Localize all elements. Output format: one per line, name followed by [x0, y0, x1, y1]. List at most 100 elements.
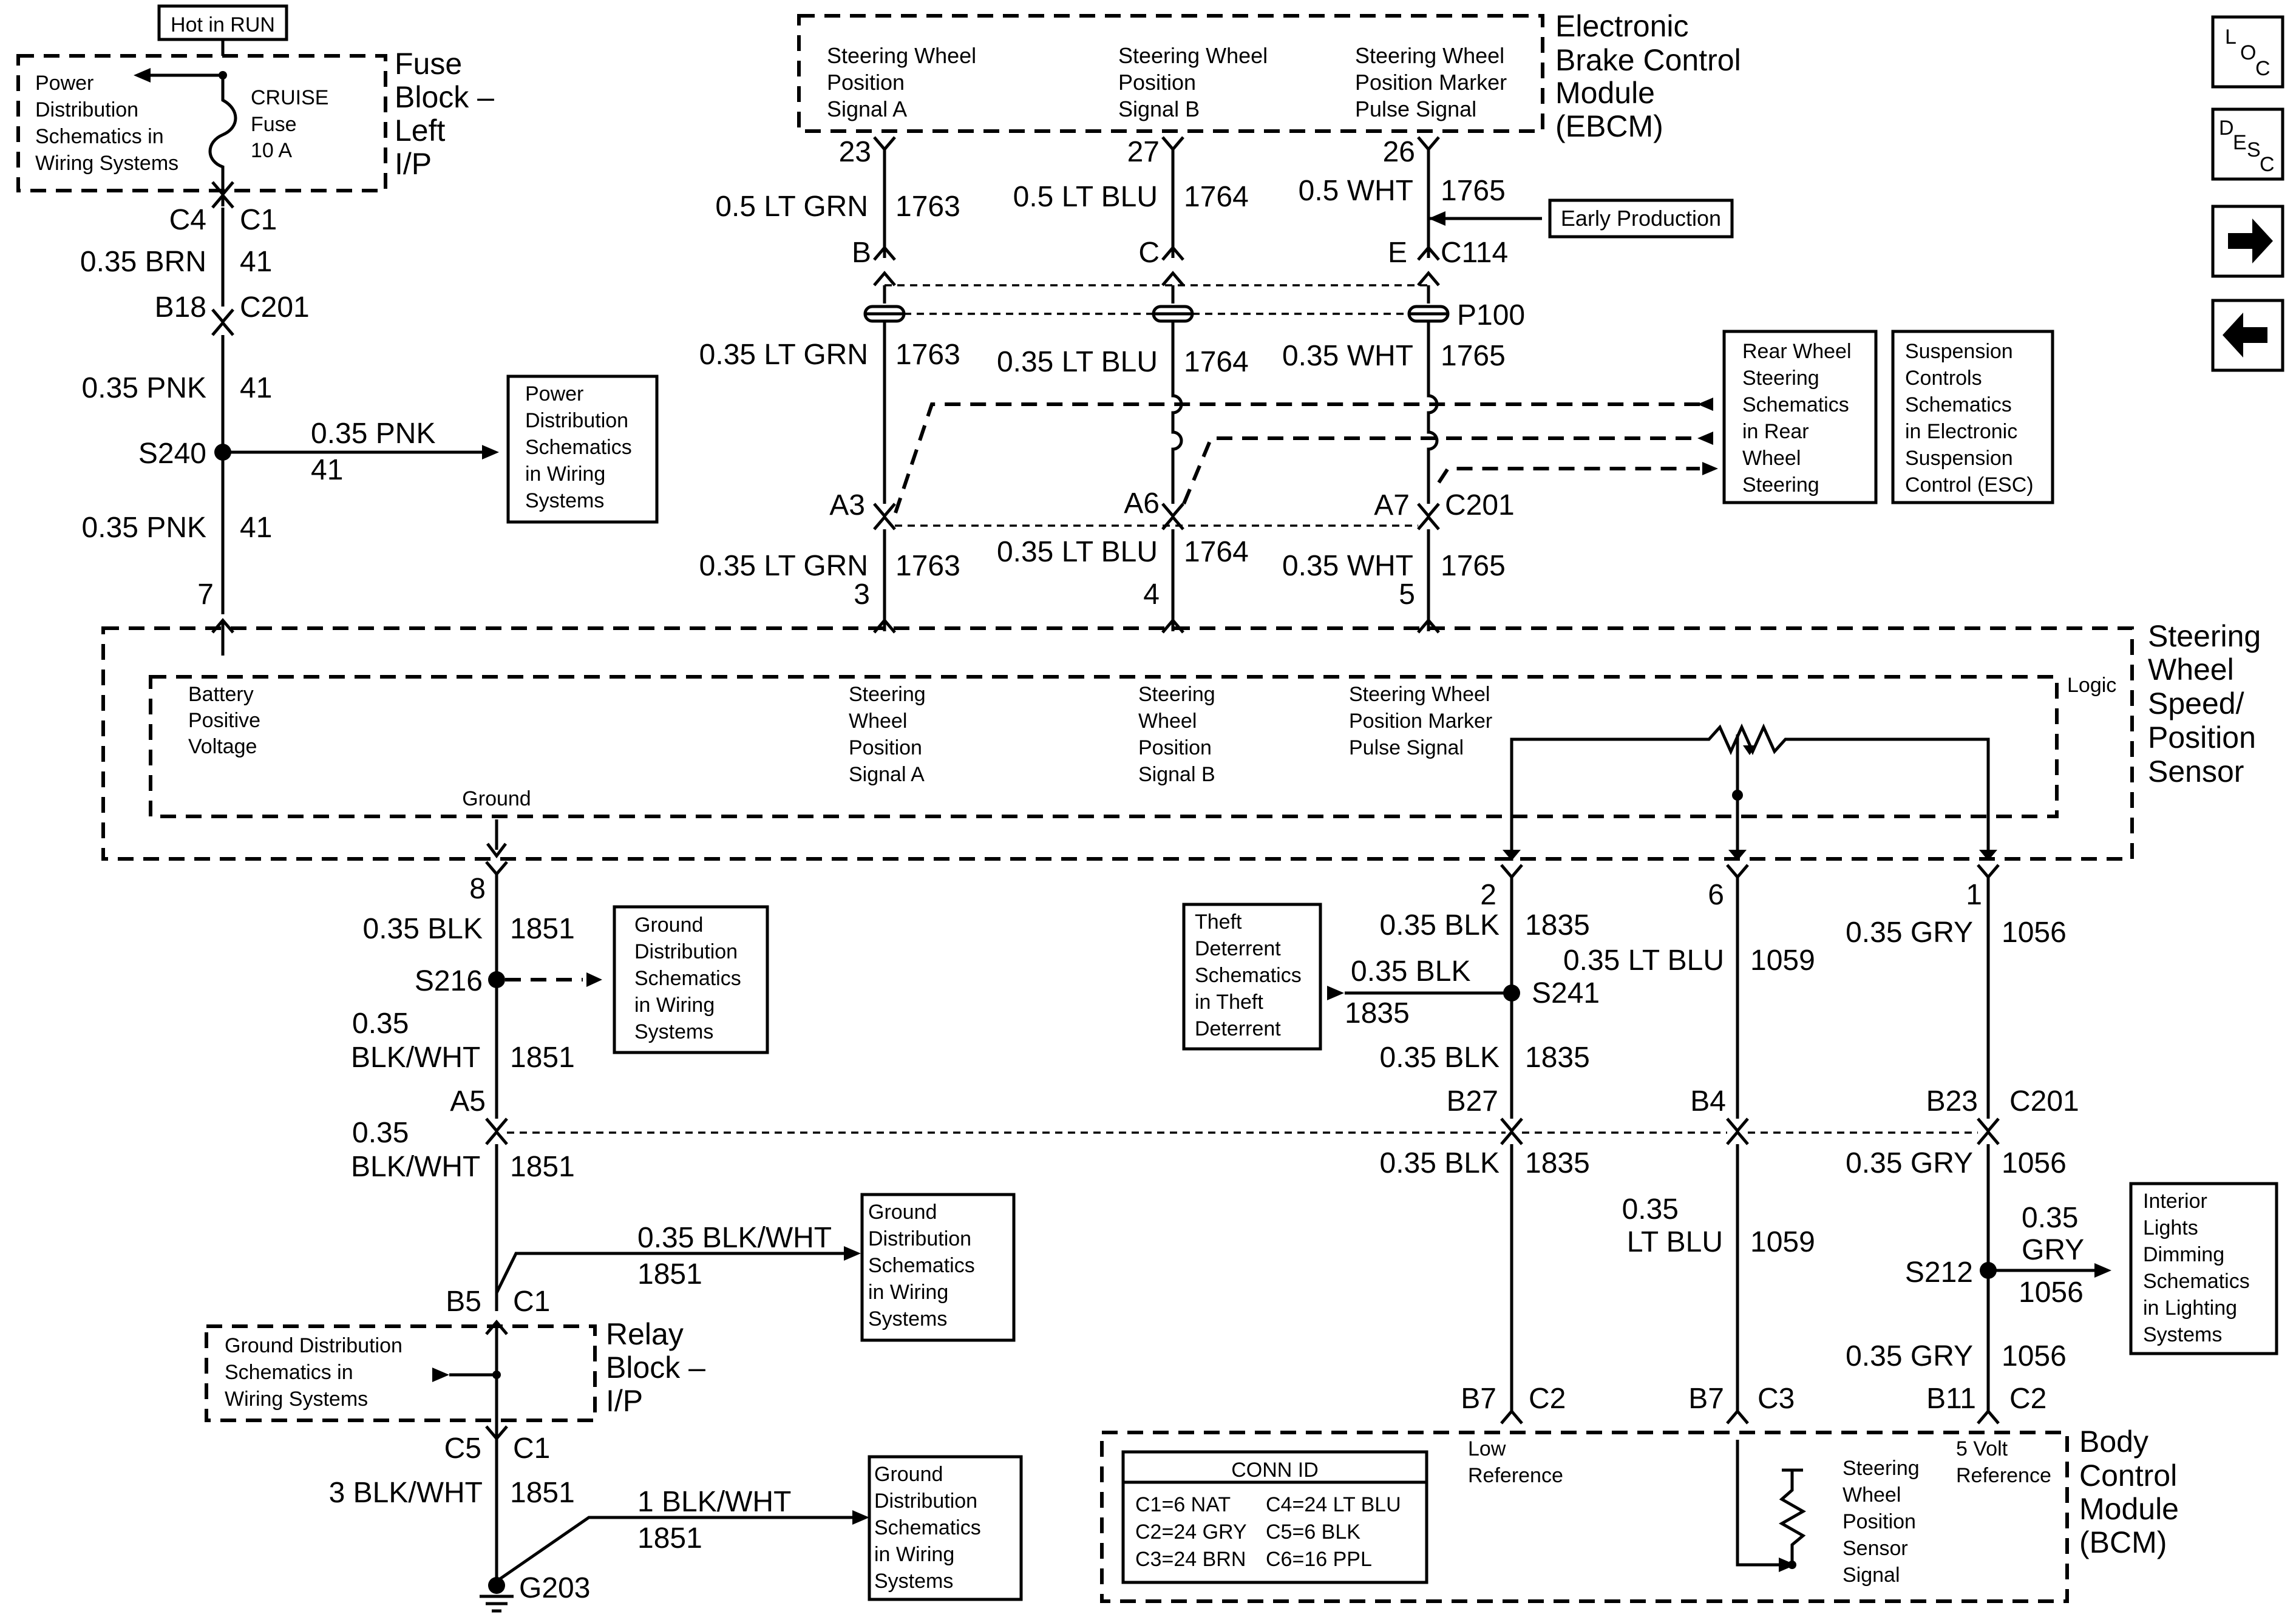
potentiometer-symbol: [1503, 723, 1997, 861]
ground-distribution-ref-left[interactable]: Ground Distribution Schematics in Wiring…: [225, 1334, 402, 1411]
pin-a3-label: A3: [829, 489, 865, 521]
wire-blk-label: 0.35 BLK: [363, 913, 483, 945]
early-production-note-box: [1548, 198, 1734, 239]
arrow-right-icon: [2228, 219, 2273, 263]
svg-text:Position Marker: Position Marker: [1349, 710, 1492, 733]
pin-a5-label: A5: [450, 1085, 486, 1117]
bcm-circuit-section: 2 6 1 0.35 BLK 1835 0.35 GRY 1056 Theft …: [1182, 864, 2278, 1425]
wire-gry-label: 0.35 GRY: [1846, 917, 1973, 949]
svg-text:Position: Position: [1118, 70, 1196, 95]
splice-s241-label: S241: [1532, 977, 1600, 1009]
splice-s216: [488, 971, 505, 988]
wire-blk-label: 0.35 BLK: [1380, 909, 1500, 941]
svg-text:Interior: Interior: [2143, 1190, 2207, 1213]
svg-text:Wheel: Wheel: [2148, 653, 2234, 686]
pin-a7-label: A7: [1374, 489, 1410, 521]
sensor-signal-b-label: Steering Wheel Position Signal B: [1138, 683, 1215, 786]
ebcm-signal-b-label: Steering Wheel Position Signal B: [1118, 43, 1268, 121]
battery-positive-label: Battery Positive Voltage: [188, 683, 260, 758]
svg-text:C6=16 PPL: C6=16 PPL: [1266, 1548, 1372, 1571]
hot-in-run-label: Hot in RUN: [171, 13, 275, 36]
svg-text:Pulse Signal: Pulse Signal: [1349, 736, 1464, 759]
svg-text:Wheel: Wheel: [1138, 710, 1197, 733]
conn-c3-label: C3: [1758, 1383, 1795, 1415]
pin-b-label: B: [852, 237, 871, 269]
circuit-1765-label: 1765: [1441, 550, 1506, 582]
svg-text:Steering: Steering: [2148, 619, 2261, 653]
previous-page-button[interactable]: [2211, 299, 2284, 372]
svg-text:C: C: [2260, 153, 2275, 176]
description-button[interactable]: D E S C: [2211, 107, 2284, 181]
svg-text:I/P: I/P: [395, 147, 432, 181]
theft-deterrent-ref-box[interactable]: [1182, 903, 1322, 1051]
ground-distribution-ref-text-1: Ground Distribution Schematics in Wiring…: [634, 914, 741, 1043]
circuit-1851-label: 1851: [510, 913, 575, 945]
resistor-symbol: [1736, 1440, 1807, 1572]
svg-text:Signal: Signal: [1843, 1564, 1900, 1587]
ground-distribution-ref-box-2[interactable]: [860, 1193, 1016, 1342]
svg-text:Fuse: Fuse: [395, 47, 462, 81]
conn-id-rows: C1=6 NAT C4=24 LT BLU C2=24 GRY C5=6 BLK…: [1135, 1493, 1401, 1571]
svg-text:Ground: Ground: [868, 1201, 937, 1224]
svg-text:S: S: [2247, 138, 2261, 161]
svg-text:Ground: Ground: [634, 914, 703, 937]
wire-blk-wht-label: 0.35: [352, 1008, 409, 1040]
conn-c1-label: C1: [240, 204, 277, 236]
next-page-button[interactable]: [2211, 205, 2284, 278]
svg-text:Steering Wheel: Steering Wheel: [1349, 683, 1490, 706]
optional-feed-lines: [894, 398, 1718, 514]
svg-text:in Wiring: in Wiring: [634, 994, 715, 1017]
svg-text:Position: Position: [849, 736, 922, 759]
connector-c201-top: [873, 503, 1440, 531]
wire-pnk-label: 0.35 PNK: [311, 418, 435, 450]
svg-text:Wiring Systems: Wiring Systems: [225, 1388, 368, 1411]
wire-pnk-label: 0.35 PNK: [82, 372, 206, 404]
circuit-1763-label: 1763: [895, 339, 960, 371]
bcm-label: Body Control Module (BCM): [2079, 1425, 2179, 1559]
power-distribution-ref-left[interactable]: Power Distribution Schematics in Wiring …: [35, 72, 178, 175]
svg-text:Wheel: Wheel: [1843, 1483, 1901, 1507]
svg-text:Steering Wheel: Steering Wheel: [1118, 43, 1268, 68]
wire-wht-label: 0.35 WHT: [1282, 340, 1413, 372]
circuit-1764-label: 1764: [1184, 536, 1249, 568]
pin-c-label: C: [1138, 237, 1160, 269]
svg-text:Reference: Reference: [1468, 1464, 1563, 1487]
svg-text:Schematics: Schematics: [1195, 964, 1302, 987]
conn-c4-label: C4: [169, 204, 206, 236]
circuit-1835-label: 1835: [1345, 997, 1410, 1029]
pin-3-label: 3: [854, 578, 870, 611]
svg-text:Schematics in: Schematics in: [225, 1361, 353, 1384]
wire-gry-label: 0.35 GRY: [1846, 1147, 1973, 1179]
svg-text:in Wiring: in Wiring: [525, 463, 605, 486]
svg-text:(BCM): (BCM): [2079, 1525, 2167, 1559]
pin-5-label: 5: [1399, 578, 1415, 611]
location-button[interactable]: L O C: [2211, 15, 2284, 89]
svg-text:Schematics: Schematics: [1905, 393, 2012, 416]
wire-blk-wht-label: 3 BLK/WHT: [329, 1477, 483, 1509]
wire-lt-blu-label: 0.5 LT BLU: [1013, 181, 1158, 213]
ground-distribution-ref-box-3[interactable]: [868, 1455, 1023, 1601]
interior-lights-ref-box[interactable]: [2129, 1182, 2278, 1355]
ground-distribution-ref-box-1[interactable]: [613, 905, 769, 1054]
suspension-controls-ref-box[interactable]: [1891, 330, 2054, 504]
power-distribution-ref-box[interactable]: [506, 375, 659, 524]
svg-text:Electronic: Electronic: [1555, 9, 1689, 43]
ebcm-signal-a-label: Steering Wheel Position Signal A: [827, 43, 976, 121]
svg-text:Voltage: Voltage: [188, 735, 257, 758]
circuit-41-label: 41: [240, 512, 272, 544]
circuit-1764-label: 1764: [1184, 346, 1249, 378]
wire-gry-label: 0.35: [2022, 1202, 2078, 1234]
splice-s212-label: S212: [1905, 1256, 1973, 1289]
svg-text:Signal A: Signal A: [849, 763, 925, 786]
svg-text:Sensor: Sensor: [2148, 754, 2244, 788]
connector-c201-symbol: [211, 308, 234, 336]
circuit-1765-label: 1765: [1441, 175, 1506, 207]
splice-s216-label: S216: [415, 965, 483, 997]
circuit-1059-label: 1059: [1750, 1226, 1815, 1258]
rear-wheel-steering-ref-box[interactable]: [1722, 330, 1878, 504]
circuit-1765-label: 1765: [1441, 340, 1506, 372]
fuse-symbol: [208, 75, 237, 206]
svg-text:Schematics: Schematics: [868, 1254, 975, 1277]
svg-text:Signal A: Signal A: [827, 97, 907, 121]
